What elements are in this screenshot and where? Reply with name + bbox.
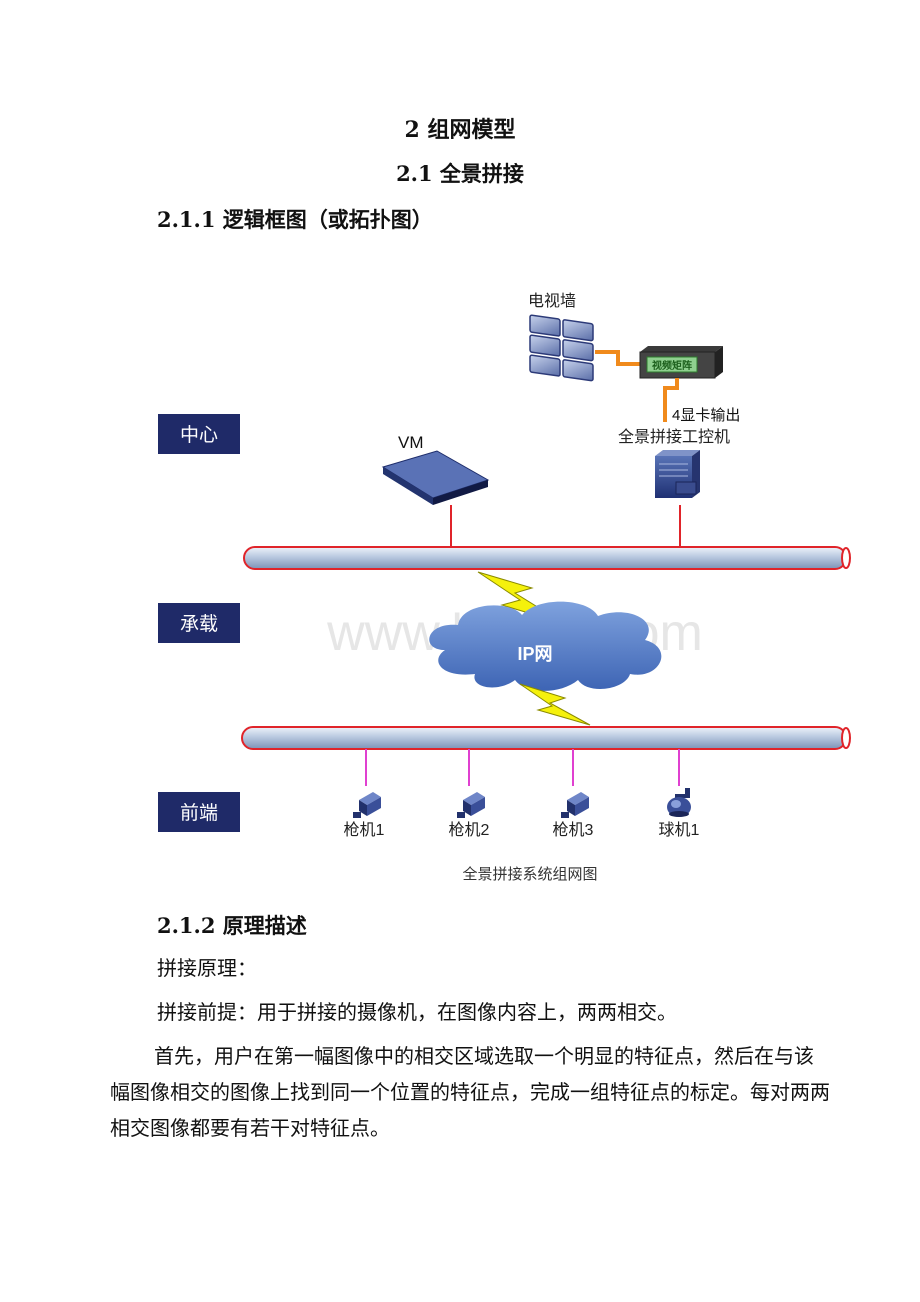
heading-principle: 2.1.2 原理描述 xyxy=(157,913,307,938)
section-title: 2 组网模型 xyxy=(404,117,516,143)
tv-wall-label: 电视墙 xyxy=(528,292,576,310)
network-diagram: www.bdocx.com 中心 承载 前端 电视墙 视频矩阵 4显卡输出 xyxy=(158,292,851,883)
bullet-camera-3-label: 枪机3 xyxy=(553,821,594,839)
ip-network-cloud: IP网 xyxy=(429,601,662,691)
bullet-camera-2-icon xyxy=(457,792,485,818)
layer-label-center: 中心 xyxy=(158,414,240,454)
svg-text:中心: 中心 xyxy=(180,424,218,446)
bullet-camera-2-label: 枪机2 xyxy=(449,821,490,839)
tv-wall-icon xyxy=(529,314,594,382)
workstation-label: 全景拼接工控机 xyxy=(618,428,730,446)
figure-caption: 全景拼接系统组网图 xyxy=(462,865,597,883)
subsection-title: 2.1 全景拼接 xyxy=(396,161,524,186)
backbone-pipe-lower xyxy=(241,726,851,750)
ip-network-label: IP网 xyxy=(517,644,552,664)
dome-camera-1-icon xyxy=(667,788,691,817)
svg-text:前端: 前端 xyxy=(180,802,218,824)
backbone-pipe-upper xyxy=(243,546,851,570)
lightning-icon-lower xyxy=(519,683,591,726)
paragraph-stitch-principle: 拼接原理： xyxy=(157,956,257,980)
paragraph-feature-points: 首先，用户在第一幅图像中的相交区域选取一个明显的特征点，然后在与该幅图像相交的图… xyxy=(110,1044,830,1140)
layer-label-front: 前端 xyxy=(158,792,240,832)
vm-server-icon xyxy=(381,450,490,505)
bullet-camera-3-icon xyxy=(561,792,589,818)
bullet-camera-1-icon xyxy=(353,792,381,818)
vm-label: VM xyxy=(398,433,424,452)
video-matrix-label: 视频矩阵 xyxy=(652,359,692,372)
bullet-camera-1-label: 枪机1 xyxy=(344,821,385,839)
workstation-icon xyxy=(655,450,700,498)
video-matrix-device: 视频矩阵 xyxy=(639,346,723,379)
svg-text:承载: 承载 xyxy=(180,613,218,635)
dome-camera-1-label: 球机1 xyxy=(659,821,700,839)
layer-label-bearer: 承载 xyxy=(158,603,240,643)
gpu-output-label: 4显卡输出 xyxy=(672,407,740,424)
paragraph-stitch-premise: 拼接前提：用于拼接的摄像机，在图像内容上，两两相交。 xyxy=(157,1000,677,1024)
heading-logic-diagram: 2.1.1 逻辑框图（或拓扑图） xyxy=(157,207,433,232)
